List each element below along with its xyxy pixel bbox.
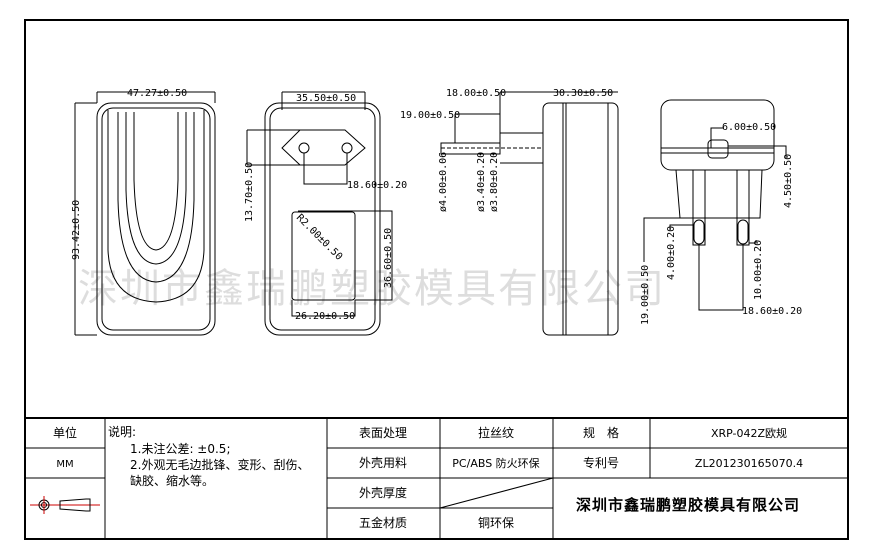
company-name: 深圳市鑫瑞鹏塑胶模具有限公司 bbox=[576, 496, 800, 514]
front-height-dim: 93.42±0.50 bbox=[71, 200, 82, 260]
patent-label: 专利号 bbox=[583, 455, 619, 470]
top-view: 6.00±0.50 4.50±0.50 4.00±0.20 19.00±0.50… bbox=[640, 99, 802, 325]
label-height-dim: 36.60±0.50 bbox=[383, 228, 394, 288]
spec-label: 规 格 bbox=[583, 425, 619, 440]
notes-title: 说明: bbox=[108, 424, 136, 439]
radius-dim: R2.00±0.50 bbox=[294, 212, 344, 262]
metal-label: 五金材质 bbox=[359, 515, 407, 530]
note-1: 1.未注公差: ±0.5; bbox=[130, 441, 231, 456]
top-pin-length-dim: 19.00±0.50 bbox=[640, 265, 651, 325]
pin-pitch-dim: 18.60±0.20 bbox=[347, 180, 407, 191]
material-value: PC/ABS 防火环保 bbox=[452, 456, 539, 470]
front-view: 47.27±0.50 93.42±0.50 bbox=[71, 88, 216, 336]
drawing-frame bbox=[24, 19, 849, 540]
plug-height-dim: 13.70±0.50 bbox=[244, 162, 255, 222]
pin-length-dim: 18.00±0.50 bbox=[446, 88, 506, 99]
note-3: 缺胶、缩水等。 bbox=[130, 473, 214, 488]
surface-value: 拉丝纹 bbox=[478, 425, 514, 440]
plug-width-dim: 35.50±0.50 bbox=[296, 93, 356, 104]
watermark: 深圳市鑫瑞鹏塑胶模具有限公司 bbox=[78, 266, 666, 312]
front-width-dim: 47.27±0.50 bbox=[127, 88, 187, 99]
title-block: 单位 MM 说明: 1.未注公差: ±0.5; 2.外观无毛边批锋、变形、刮伤、… bbox=[25, 417, 848, 539]
projection-symbol-icon bbox=[30, 496, 100, 514]
side-view: 18.00±0.50 19.00±0.50 30.30±0.50 ø4.00±0… bbox=[400, 88, 619, 336]
material-label: 外壳用料 bbox=[359, 456, 407, 470]
pin-total-dim: 19.00±0.50 bbox=[400, 110, 460, 121]
insulation-dim: 10.00±0.20 bbox=[753, 240, 764, 300]
top-pin-pitch-dim: 18.60±0.20 bbox=[742, 306, 802, 317]
slot-dim: 6.00±0.50 bbox=[722, 122, 776, 133]
metal-value: 铜环保 bbox=[478, 515, 514, 530]
spec-value: XRP-042Z欧规 bbox=[711, 426, 787, 440]
slot-offset-dim: 4.50±0.50 bbox=[783, 154, 794, 208]
pin-dia-3: ø3.80±0.20 bbox=[489, 152, 500, 212]
note-2: 2.外观无毛边批锋、变形、刮伤、 bbox=[130, 457, 309, 472]
patent-value: ZL201230165070.4 bbox=[695, 457, 803, 470]
label-width-dim: 26.20±0.50 bbox=[295, 311, 355, 322]
depth-dim: 30.30±0.50 bbox=[553, 88, 613, 99]
thickness-label: 外壳厚度 bbox=[359, 485, 407, 500]
pin-dia-1: ø4.00±0.06 bbox=[438, 152, 449, 212]
surface-label: 表面处理 bbox=[359, 426, 407, 440]
unit-label: 单位 bbox=[53, 425, 77, 440]
pin-dia-2: ø3.40±0.20 bbox=[476, 152, 487, 212]
pin-tip-dim: 4.00±0.20 bbox=[666, 226, 677, 280]
unit-value: MM bbox=[56, 459, 73, 470]
